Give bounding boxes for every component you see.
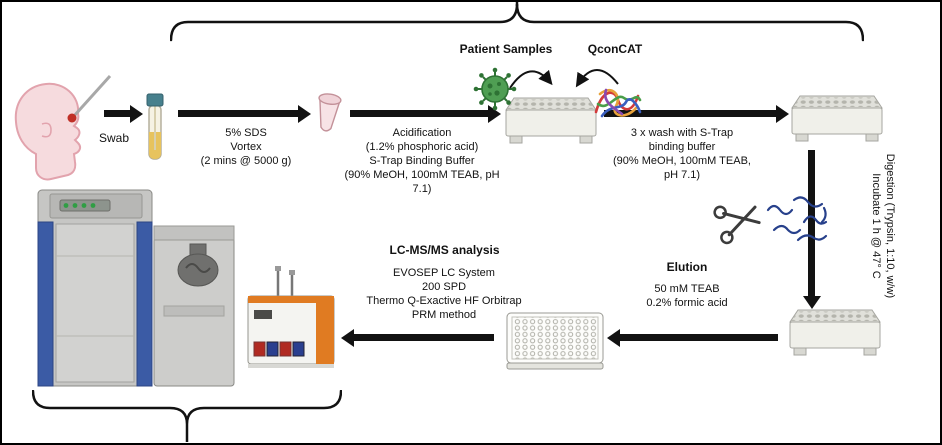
peptide-fragments-icon (766, 196, 828, 242)
flow-arrow-sds (178, 110, 298, 117)
swab-label: Swab (98, 131, 130, 145)
flow-arrow-acidification (350, 110, 488, 117)
curved-arrows-load-plate (509, 69, 619, 89)
lc-system-icon (247, 266, 335, 368)
scissors-icon (713, 205, 761, 245)
mass-spectrometer-icon (37, 189, 235, 387)
flow-arrow-digestion (808, 150, 815, 296)
lcms-step-text: EVOSEP LC System 200 SPD Thermo Q-Exacti… (366, 267, 522, 322)
elution-title: Elution (666, 260, 708, 274)
microtube-icon (318, 93, 342, 132)
acidification-step-text: Acidification (1.2% phosphoric acid) S-T… (344, 127, 500, 196)
swab-collection-tube-icon (146, 93, 164, 160)
patient-samples-label: Patient Samples (459, 42, 553, 56)
flow-arrow-wash (604, 110, 776, 117)
wash-step-text: 3 x wash with S-Trap binding buffer (90%… (613, 127, 751, 182)
patient-head-swab-icon (14, 74, 112, 181)
well-plate-digest-icon (789, 309, 881, 356)
sds-step-text: 5% SDS Vortex (2 mins @ 5000 g) (200, 127, 292, 168)
lcms-title: LC-MS/MS analysis (389, 243, 500, 257)
well-plate-samples-icon (505, 97, 597, 144)
flow-arrow-swab (104, 110, 130, 117)
top-brace (170, 2, 864, 42)
qconcat-label: QconCAT (587, 42, 643, 56)
well-plate-wash-icon (791, 95, 883, 142)
virus-icon (473, 67, 517, 111)
elution-step-text: 50 mM TEAB 0.2% formic acid (646, 283, 728, 310)
well-plate-eluate-icon (506, 312, 604, 370)
bottom-brace (32, 390, 342, 442)
flow-arrow-elution (620, 334, 778, 341)
qconcat-protein-icon (594, 88, 642, 118)
digestion-step-text: Digestion (Trypsin, 1:10, w/w) Incubate … (869, 153, 896, 299)
flow-arrow-lcms (354, 334, 494, 341)
